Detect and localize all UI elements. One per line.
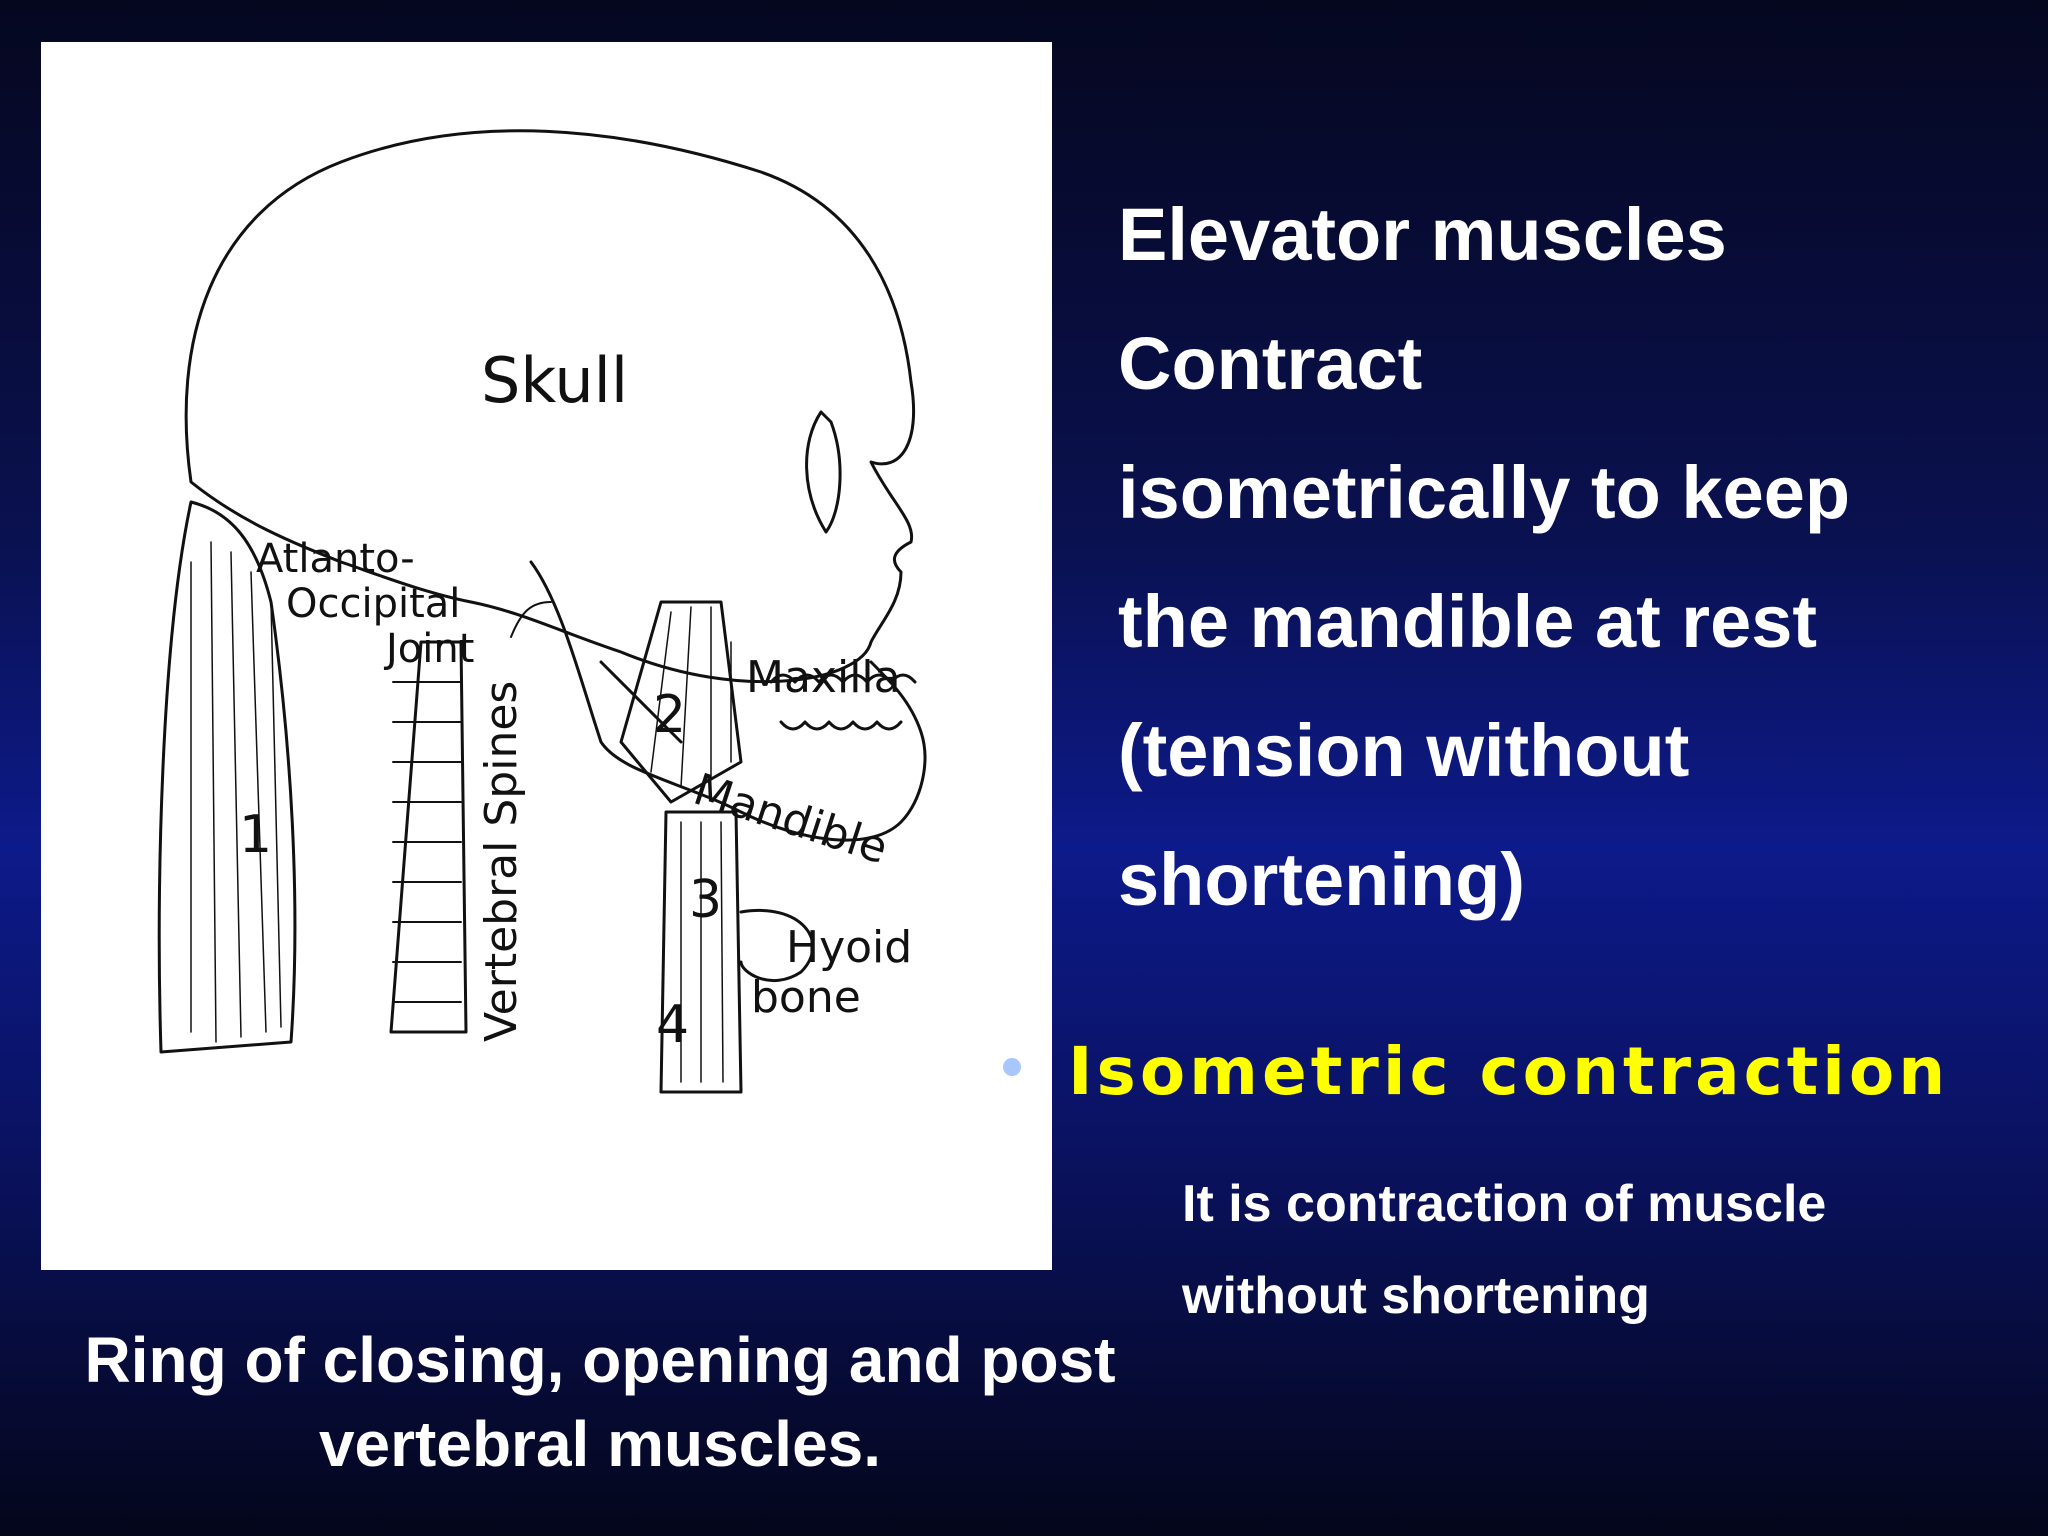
definition-line: It is contraction of muscle	[1182, 1175, 1827, 1233]
maxilla-label: Maxilla	[746, 652, 901, 703]
muscle-number-2: 2	[653, 685, 686, 745]
vertebral-spines-label: Vertebral Spines	[476, 681, 527, 1042]
anterior-neck-muscle	[659, 810, 743, 1094]
muscle-number-3: 3	[689, 870, 722, 930]
anatomy-figure: Skull Atlanto- Occipital Joint Maxilla M…	[41, 42, 1052, 1270]
elevator-muscle	[619, 600, 743, 804]
vertebral-column	[389, 640, 468, 1034]
skull-outline	[184, 129, 916, 684]
skull-label: Skull	[481, 344, 628, 417]
mandible-outline	[529, 560, 927, 842]
muscle-number-4: 4	[656, 995, 689, 1055]
main-line: isometrically to keep	[1118, 451, 1851, 534]
lower-teeth	[779, 720, 903, 731]
upper-teeth	[769, 673, 917, 684]
muscle-number-1: 1	[239, 805, 272, 865]
joint-label: Joint	[383, 626, 474, 672]
hyoid-bone	[739, 909, 815, 983]
definition-text: It is contraction of muscle without shor…	[1182, 1158, 1826, 1342]
orbit-outline	[805, 410, 842, 534]
main-line: the mandible at rest	[1118, 580, 1818, 663]
figure-caption: Ring of closing, opening and post verteb…	[40, 1318, 1160, 1486]
main-line: (tension without	[1118, 709, 1690, 792]
main-line: Contract	[1118, 322, 1423, 405]
hyoid-label: Hyoid	[786, 922, 912, 973]
main-line: shortening)	[1118, 838, 1525, 921]
main-statement: Elevator muscles Contract isometrically …	[1118, 170, 2018, 944]
posterior-neck-muscle	[157, 500, 297, 1054]
definition-line: without shortening	[1182, 1267, 1650, 1325]
occipital-label: Occipital	[286, 581, 460, 627]
head-neck-muscle-diagram: Skull Atlanto- Occipital Joint Maxilla M…	[157, 129, 927, 1094]
caption-line: Ring of closing, opening and post	[84, 1324, 1116, 1396]
main-line: Elevator muscles	[1118, 193, 1727, 276]
atlanto-label: Atlanto-	[256, 536, 415, 582]
mandible-label: Mandible	[688, 764, 894, 874]
bullet-heading: Isometric contraction	[1068, 1033, 1950, 1110]
caption-line: vertebral muscles.	[318, 1408, 882, 1480]
bullet-icon	[1003, 1058, 1021, 1076]
bone-label: bone	[751, 972, 861, 1023]
